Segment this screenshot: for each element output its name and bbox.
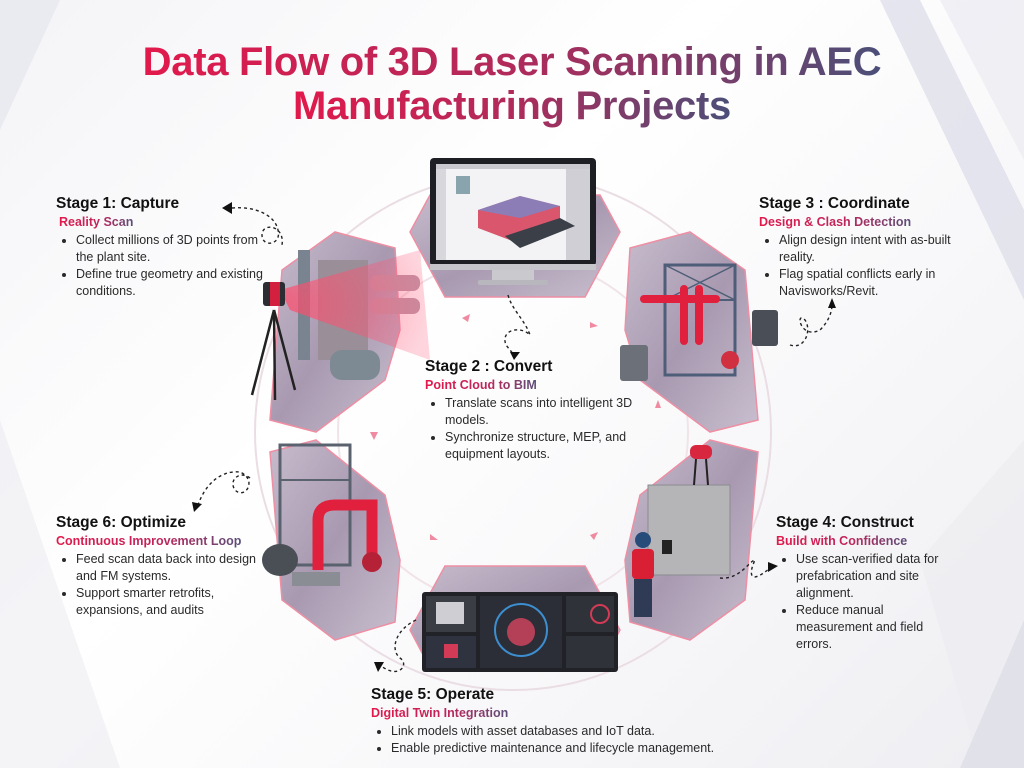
dashed-arrow-stage1 [231, 207, 283, 246]
laser-scanner-plant-icon [250, 250, 430, 401]
stage-5-block: Stage 5: Operate Digital Twin Integratio… [371, 685, 791, 757]
page-title: Data Flow of 3D Laser Scanning in AEC Ma… [0, 40, 1024, 128]
stage-1-subtitle: Reality Scan [59, 215, 134, 229]
stage-1-bullet: Collect millions of 3D points from the p… [76, 232, 271, 266]
stage-2-bullets: Translate scans into intelligent 3D mode… [425, 395, 675, 463]
arrow-head-stage6 [192, 502, 202, 512]
stage-4-block: Stage 4: Construct Build with Confidence… [776, 513, 961, 653]
dashed-arrow-stage5 [379, 619, 417, 672]
arrow-head-stage4 [768, 562, 778, 572]
stage-1-block: Stage 1: Capture Reality Scan Collect mi… [56, 194, 271, 300]
stage-3-bullets: Align design intent with as-built realit… [759, 232, 974, 300]
stage-2-bullet: Translate scans into intelligent 3D mode… [445, 395, 675, 429]
stage-3-block: Stage 3 : Coordinate Design & Clash Dete… [759, 194, 974, 300]
stage-2-subtitle: Point Cloud to BIM [425, 378, 537, 392]
stage-6-bullets: Feed scan data back into design and FM s… [56, 551, 271, 619]
stage-2-bullet: Synchronize structure, MEP, and equipmen… [445, 429, 675, 463]
stage-3-subtitle: Design & Clash Detection [759, 215, 912, 229]
stage-3-bullet: Flag spatial conflicts early in Naviswor… [779, 266, 974, 300]
flow-arrow [590, 322, 598, 328]
stage-4-bullet: Reduce manual measurement and field erro… [796, 602, 961, 653]
arrow-heads [192, 202, 836, 672]
title-line-2: Manufacturing Projects [293, 84, 731, 128]
monitor-point-cloud-icon [430, 158, 596, 285]
dashed-arrow-stage2 [504, 294, 531, 356]
pump-red-pipe-icon [262, 443, 382, 586]
flow-arrow [370, 432, 378, 440]
ring-flow-arrows [370, 314, 661, 540]
stage-3-bullet: Align design intent with as-built realit… [779, 232, 974, 266]
segment-lower-left [269, 439, 401, 641]
flow-arrow [462, 314, 470, 322]
arrow-head-stage3 [828, 298, 836, 308]
digital-twin-dashboard-icon [422, 592, 618, 672]
stage-2-heading: Stage 2 : Convert [425, 358, 553, 375]
stage-5-bullet: Enable predictive maintenance and lifecy… [391, 740, 791, 757]
arrow-head-stage5 [374, 662, 384, 672]
stage-6-subtitle: Continuous Improvement Loop [56, 534, 242, 548]
stage-4-bullet: Use scan-verified data for prefabricatio… [796, 551, 961, 602]
stage-1-bullet: Define true geometry and existing condit… [76, 266, 271, 300]
stage-1-heading: Stage 1: Capture [56, 195, 180, 212]
title-line-1: Data Flow of 3D Laser Scanning in AEC [142, 40, 882, 84]
stage-6-heading: Stage 6: Optimize [56, 514, 187, 531]
stage-5-bullets: Link models with asset databases and IoT… [371, 723, 791, 757]
flow-arrow [655, 400, 661, 408]
stage-6-block: Stage 6: Optimize Continuous Improvement… [56, 513, 271, 619]
stage-1-bullets: Collect millions of 3D points from the p… [56, 232, 271, 300]
stage-2-block: Stage 2 : Convert Point Cloud to BIM Tra… [425, 357, 675, 463]
arrow-head-stage1 [222, 202, 232, 214]
stage-4-bullets: Use scan-verified data for prefabricatio… [776, 551, 961, 653]
stage-4-subtitle: Build with Confidence [776, 534, 908, 548]
steel-frame-red-pipes-icon [620, 263, 778, 381]
stage-5-bullet: Link models with asset databases and IoT… [391, 723, 791, 740]
dashed-arrow-stage6 [197, 471, 251, 506]
stage-5-subtitle: Digital Twin Integration [371, 706, 509, 720]
flow-arrow [430, 534, 438, 540]
arrow-head-stage2 [510, 352, 520, 360]
dashed-arrows [197, 207, 833, 672]
stage-3-heading: Stage 3 : Coordinate [759, 195, 910, 212]
dashed-arrow-stage3 [789, 304, 833, 347]
dashed-arrow-stage4 [719, 559, 771, 579]
worker-panel-icon [632, 445, 731, 617]
flow-arrow [590, 532, 598, 540]
stage-5-heading: Stage 5: Operate [371, 686, 495, 703]
stage-4-heading: Stage 4: Construct [776, 514, 914, 531]
stage-6-bullet: Feed scan data back into design and FM s… [76, 551, 271, 585]
segment-upper-right [624, 231, 759, 433]
stage-6-bullet: Support smarter retrofits, expansions, a… [76, 585, 271, 619]
